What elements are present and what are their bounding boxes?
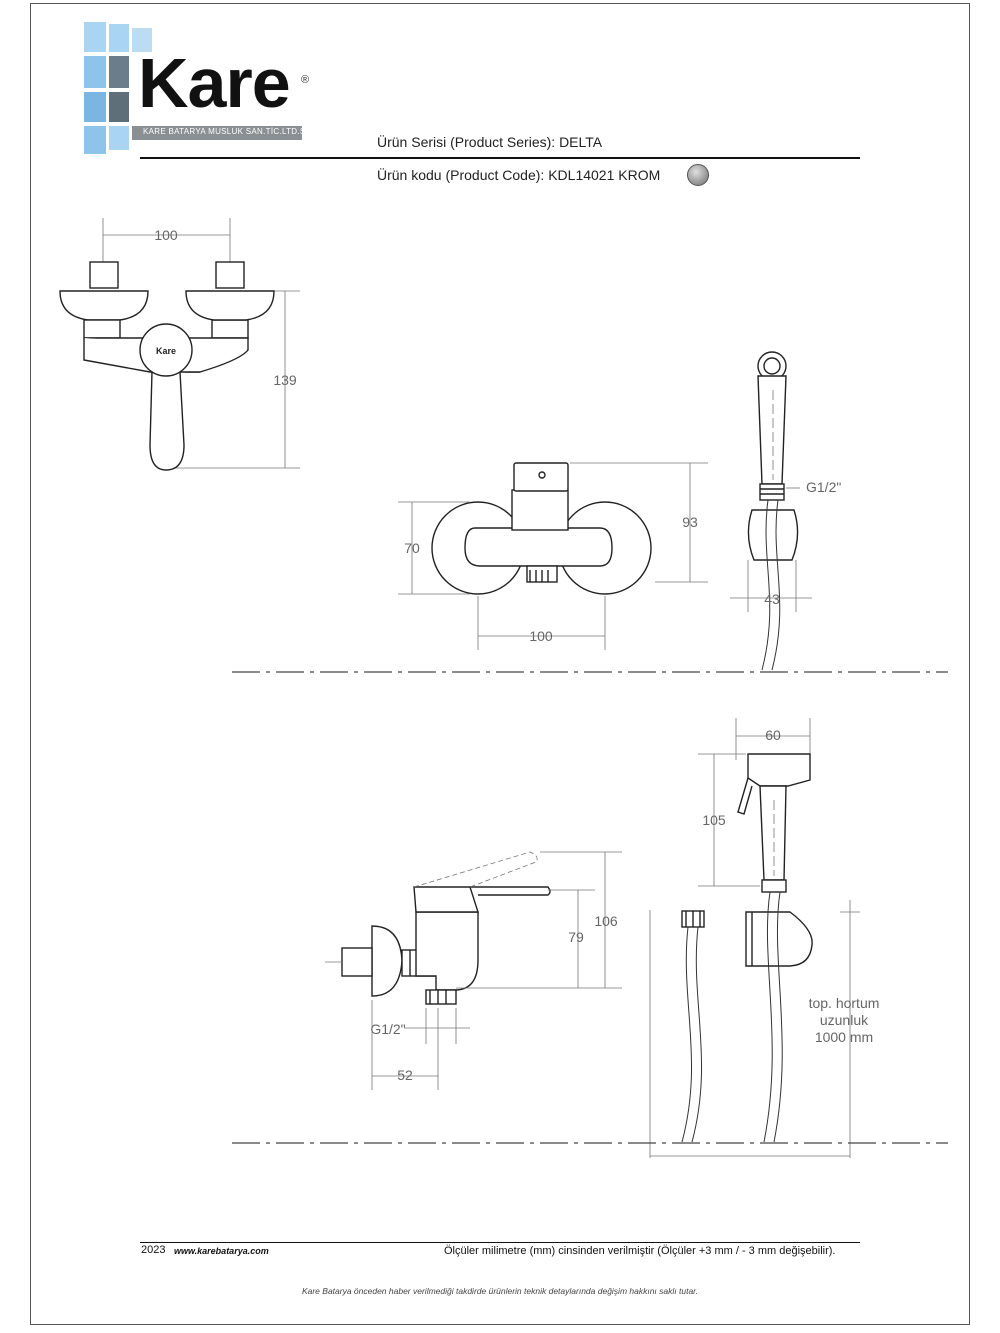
finish-swatch-icon <box>687 164 709 186</box>
side-width-dim: 100 <box>529 628 553 644</box>
hose-note-line2: uzunluk <box>820 1012 869 1028</box>
handle-logo: Kare <box>156 346 176 356</box>
registered-mark: ® <box>301 74 310 86</box>
footer-disclaimer: Kare Batarya önceden haber verilmediği t… <box>301 1286 699 1296</box>
bottom-side-view: 106 79 G1/2" 52 <box>325 851 622 1090</box>
side-view: 93 70 100 <box>398 462 708 650</box>
front-width-dim: 100 <box>154 227 178 243</box>
series-value: DELTA <box>559 134 603 150</box>
front-height-dim: 139 <box>273 372 297 388</box>
hs-width-dim: 43 <box>764 591 780 607</box>
hand-shower-front: G1/2" 43 <box>730 351 841 671</box>
series-label: Ürün Serisi (Product Series): DELTA <box>377 134 602 150</box>
company-line: KARE BATARYA MUSLUK SAN.TİC.LTD.ŞTİ <box>143 127 314 136</box>
side-plate-dim: 70 <box>404 540 420 556</box>
hose-note-line1: top. hortum <box>809 995 880 1011</box>
code-label: Ürün kodu (Product Code): KDL14021 KROM <box>377 167 660 183</box>
footer-rule <box>140 1242 860 1243</box>
bs-height-dim-2: 79 <box>568 929 584 945</box>
hand-shower-side: 60 105 top. hortum uzunluk 1000 mm <box>649 718 880 1158</box>
drawing-sheet <box>30 3 970 1325</box>
bs-thread-dim: G1/2" <box>370 1021 405 1037</box>
footer-units-note: Ölçüler milimetre (mm) cinsinden verilmi… <box>444 1245 836 1257</box>
series-label-text: Ürün Serisi (Product Series): <box>377 134 556 150</box>
logo-tiles-icon <box>84 22 302 154</box>
hss-height-dim: 105 <box>702 812 726 828</box>
brand-logo <box>84 22 314 157</box>
header-rule <box>140 157 860 159</box>
code-value: KDL14021 KROM <box>548 167 661 183</box>
footer-year: 2023 <box>141 1244 166 1256</box>
bs-height-dim-1: 106 <box>594 913 618 929</box>
footer-website[interactable]: www.karebatarya.com <box>174 1246 269 1256</box>
front-view: 100 139 Kare <box>59 218 300 471</box>
code-label-text: Ürün kodu (Product Code): <box>377 167 545 183</box>
hose-note-line3: 1000 mm <box>815 1029 873 1045</box>
bs-depth-dim: 52 <box>397 1067 413 1083</box>
side-height-dim: 93 <box>682 514 698 530</box>
hs-thread-dim: G1/2" <box>806 479 841 495</box>
hss-width-dim: 60 <box>765 727 781 743</box>
brand-name: Kare <box>138 44 291 122</box>
